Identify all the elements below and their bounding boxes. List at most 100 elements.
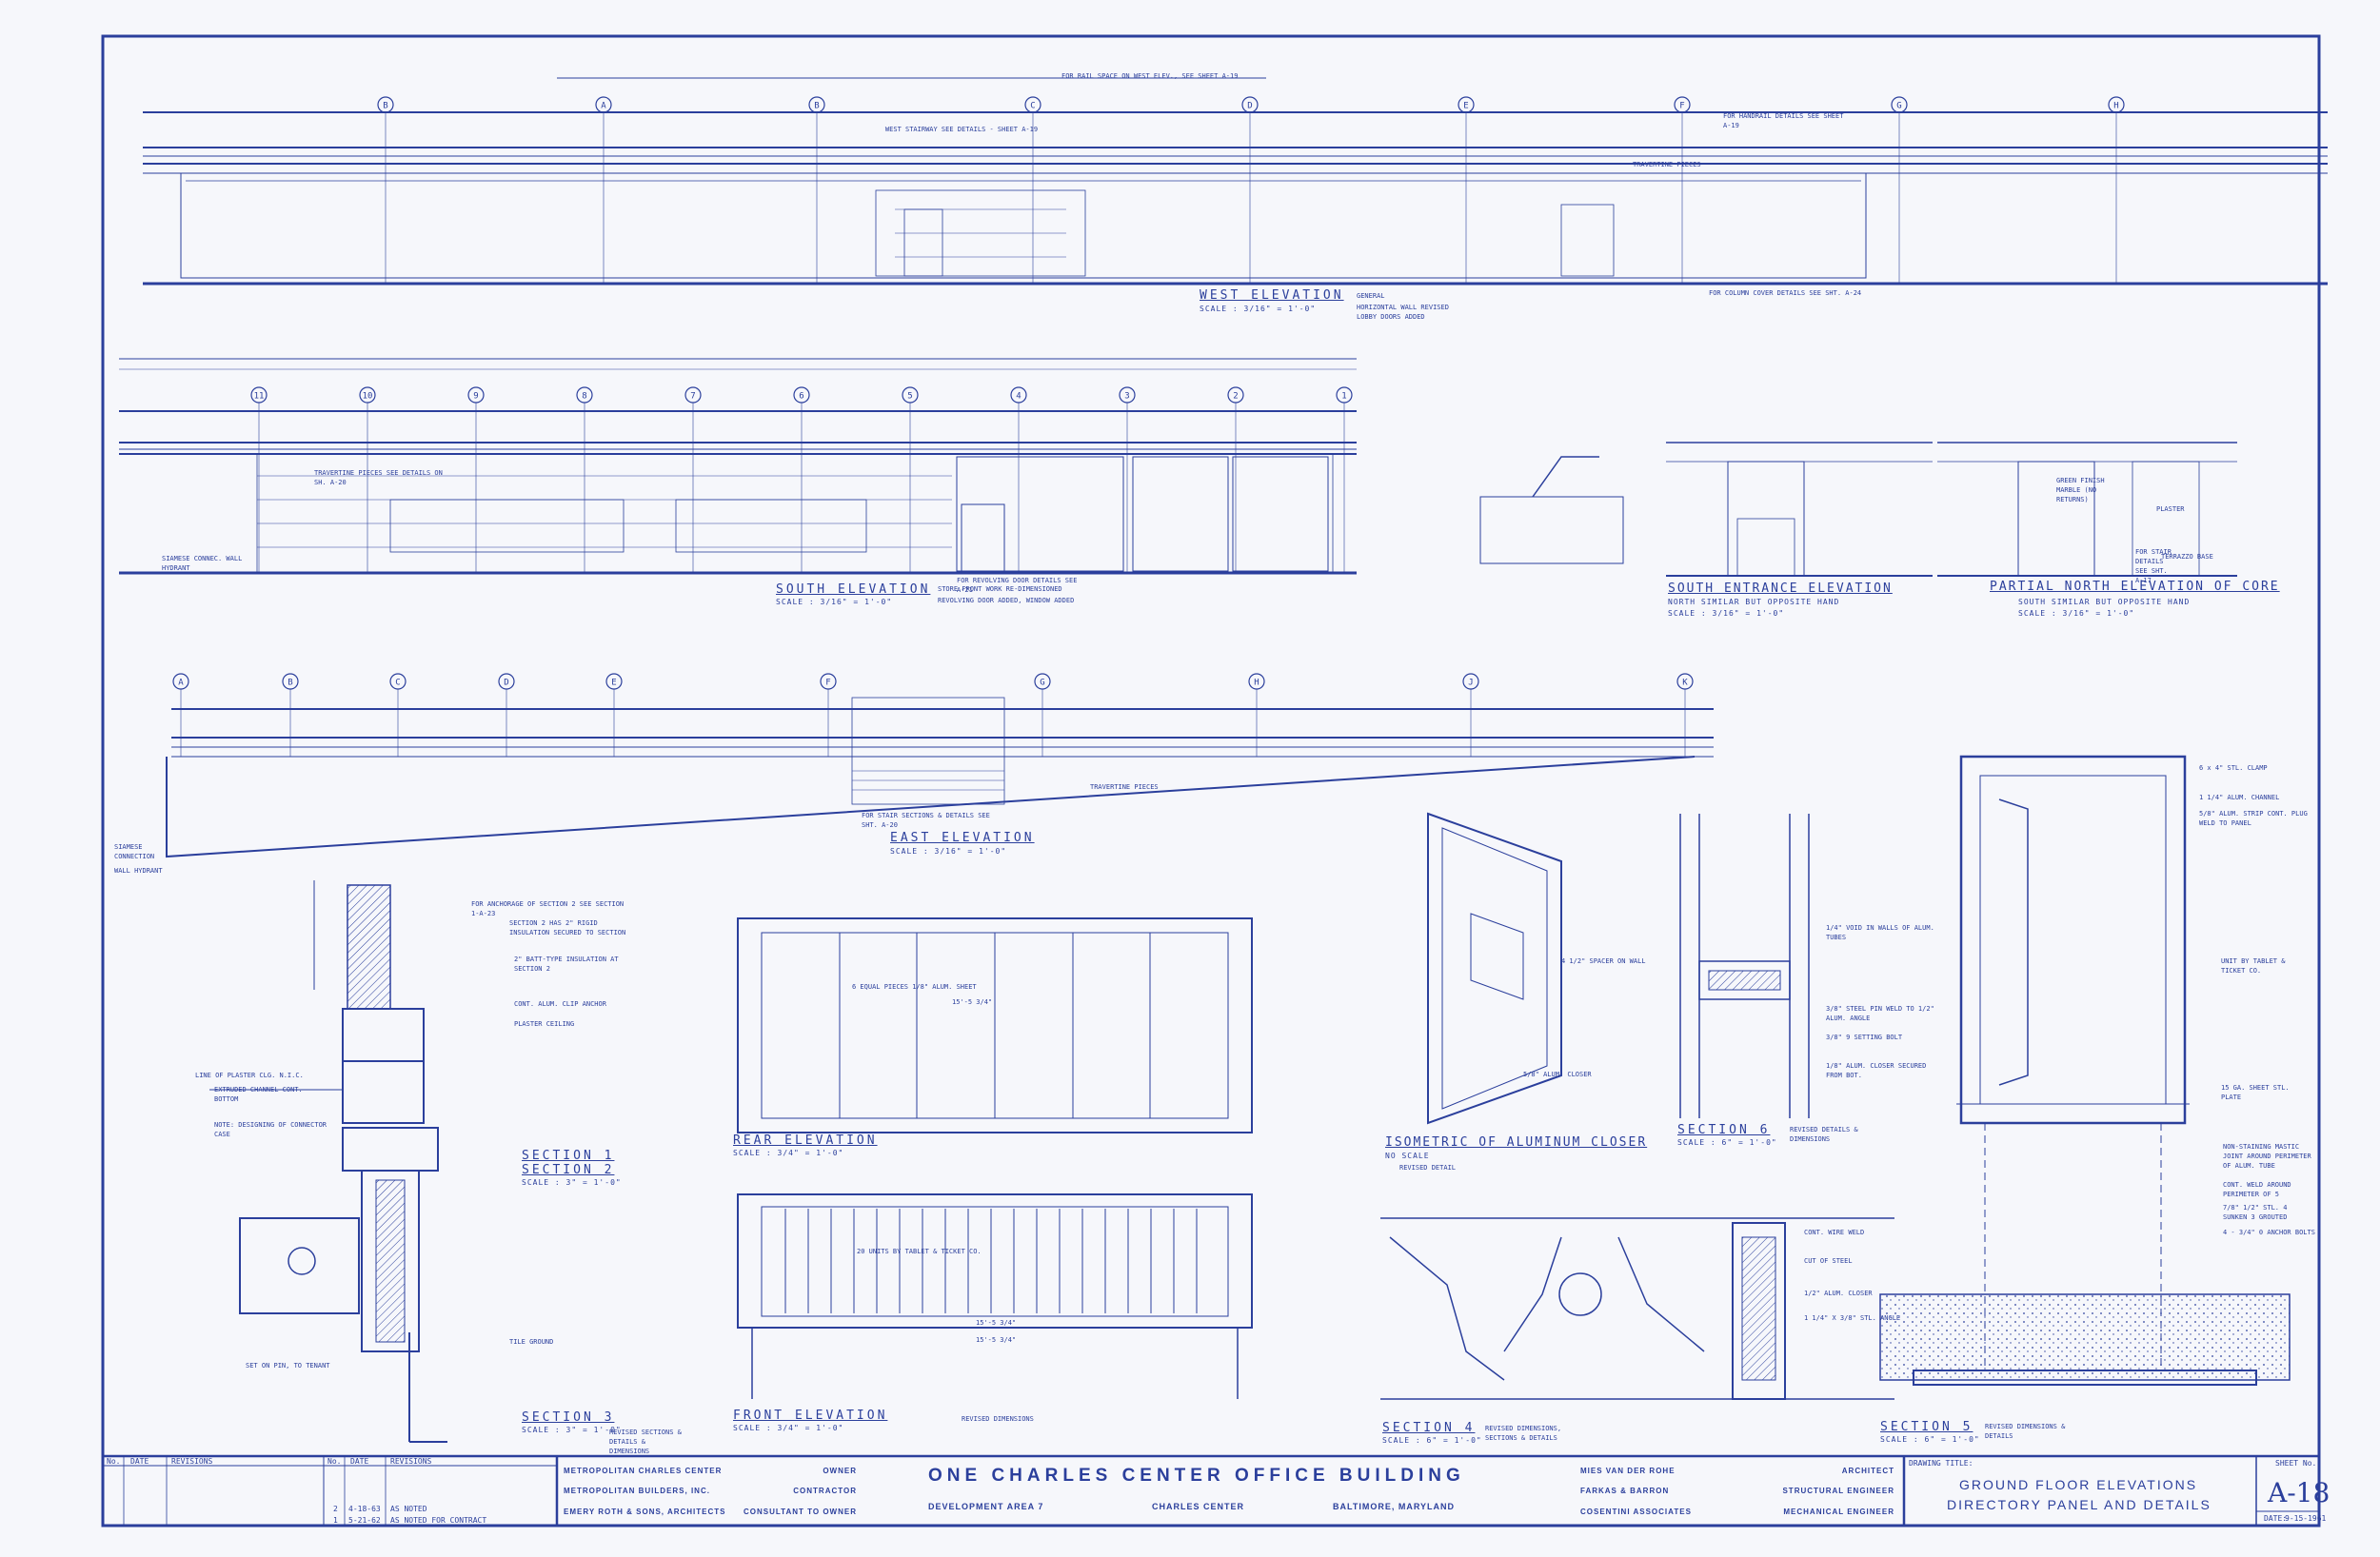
sheet-number: A-18 (2268, 1477, 2330, 1508)
sec1-rigid-note: SECTION 2 HAS 2" RIGID INSULATION SECURE… (509, 919, 626, 936)
owner-name: METROPOLITAN CHARLES CENTER (564, 1467, 723, 1475)
front-elevation-title: FRONT ELEVATION (733, 1409, 888, 1423)
south-entrance-drawings (1479, 442, 2237, 577)
drawing-title-label: DRAWING TITLE: (1909, 1459, 1973, 1468)
rev-row-date: 4-18-63 (348, 1505, 381, 1513)
drawing-title-line1: GROUND FLOOR ELEVATIONS (1959, 1477, 2198, 1492)
south-revolving-note: FOR REVOLVING DOOR DETAILS SEE A-21 (957, 577, 1078, 594)
east-column-marker-label: C (395, 679, 400, 688)
north-core-scale: SCALE : 3/16" = 1'-0" (2018, 609, 2135, 618)
section-3-title: SECTION 3 (522, 1410, 615, 1425)
sec6-void-note: 1/4" VOID IN WALLS OF ALUM. TUBES (1826, 924, 1934, 941)
south-column-marker-label: 1 (1341, 392, 1346, 402)
south-column-marker-label: 4 (1016, 392, 1021, 402)
west-column-marker-label: B (814, 102, 819, 111)
east-column-marker-label: K (1682, 679, 1688, 688)
sec5-sunken-note: 7/8" 1/2" STL. 4 SUNKEN 3 GROUTED (2223, 1204, 2288, 1221)
project-title: ONE CHARLES CENTER OFFICE BUILDING (928, 1466, 1465, 1486)
east-wall-hydrant-note: WALL HYDRANT (114, 867, 163, 875)
west-elevation-drawing (143, 77, 2328, 286)
sec5-clamp-note: 6 x 4" STL. CLAMP (2199, 764, 2268, 772)
front-elevation-units (784, 1209, 1198, 1313)
west-column-marker-label: D (1247, 102, 1252, 111)
south-column-marker-label: 3 (1124, 392, 1129, 402)
south-siamese-note: SIAMESE CONNEC. WALL HYDRANT (162, 555, 243, 572)
mechanical-name: COSENTINI ASSOCIATES (1580, 1508, 1692, 1516)
east-column-marker-label: J (1468, 679, 1473, 688)
section-2-title: SECTION 2 (522, 1163, 615, 1177)
drawing-title-line2: DIRECTORY PANEL AND DETAILS (1947, 1497, 2211, 1512)
consultant-role: CONSULTANT TO OWNER (744, 1508, 857, 1516)
project-area: DEVELOPMENT AREA 7 (928, 1502, 1044, 1511)
east-column-marker-label: A (178, 679, 184, 688)
rev-row-text: AS NOTED (390, 1505, 427, 1513)
east-stair-note: FOR STAIR SECTIONS & DETAILS SEE SHT. A-… (862, 812, 990, 829)
rev-row-no: 1 (333, 1516, 338, 1525)
sec6-closer-note: 1/8" ALUM. CLOSER SECURED FROM BOT. (1826, 1062, 1927, 1079)
architect-role: ARCHITECT (1841, 1467, 1894, 1475)
section-6-drawing (1679, 814, 1810, 1118)
consultant-name: EMERY ROTH & SONS, ARCHITECTS (564, 1508, 726, 1516)
sec5-weld-note: CONT. WELD AROUND PERIMETER OF 5 (2223, 1181, 2291, 1198)
handrail-note: FOR HANDRAIL DETAILS SEE SHEET A-19 (1723, 112, 1844, 129)
section-6-scale: SCALE : 6" = 1'-0" (1677, 1138, 1777, 1147)
iso-spacer-note: 4 1/2" SPACER ON WALL (1561, 957, 1646, 965)
core-marble-note: GREEN FINISH MARBLE (NO RETURNS) (2056, 477, 2105, 503)
rev-row-no: 2 (333, 1505, 338, 1513)
south-column-marker-label: 7 (690, 392, 695, 402)
north-core-title: PARTIAL NORTH ELEVATION OF CORE (1990, 580, 2280, 594)
west-column-marker-label: G (1896, 102, 1901, 111)
sheet-no-label: SHEET No. (2275, 1459, 2317, 1468)
sec1-plaster-line-note: LINE OF PLASTER CLG. N.I.C. (195, 1072, 304, 1079)
date-value: 9-15-1961 (2285, 1514, 2327, 1523)
rev-header2-no: No. (327, 1457, 342, 1466)
south-column-marker-label: 9 (473, 392, 478, 402)
iso-title: ISOMETRIC OF ALUMINUM CLOSER (1385, 1135, 1648, 1150)
south-note-2: REVOLVING DOOR ADDED, WINDOW ADDED (938, 597, 1075, 604)
section-6-note: REVISED DETAILS & DIMENSIONS (1790, 1126, 1858, 1143)
west-elevation-title: WEST ELEVATION (1200, 288, 1344, 303)
section-5-title: SECTION 5 (1880, 1420, 1973, 1434)
iso-closer-note: 5/8" ALUM. CLOSER (1523, 1071, 1592, 1078)
core-terrazzo-note: TERRAZZO BASE (2161, 553, 2213, 561)
sec5-bolts-note: 4 - 3/4" 0 ANCHOR BOLTS (2223, 1229, 2315, 1236)
west-column-cover-note: FOR COLUMN COVER DETAILS SEE SHT. A-24 (1709, 289, 1862, 297)
front-dim-1: 15'-5 3/4" (976, 1319, 1017, 1327)
project-center: CHARLES CENTER (1152, 1502, 1245, 1511)
sec1-anchorage-note: FOR ANCHORAGE OF SECTION 2 SEE SECTION 1… (471, 900, 625, 917)
section-3-note: REVISED SECTIONS & DETAILS & DIMENSIONS (609, 1429, 682, 1455)
section-12-scale: SCALE : 3" = 1'-0" (522, 1178, 622, 1187)
south-note-1: STORE FRONT WORK RE-DIMENSIONED (938, 585, 1062, 593)
sec1-channel-note: EXTRUDED CHANNEL CONT. BOTTOM (214, 1086, 303, 1103)
sec3-pin-note: SET ON PIN, TO TENANT (246, 1362, 330, 1370)
rev-header2-date: DATE (350, 1457, 369, 1466)
west-elevation-scale: SCALE : 3/16" = 1'-0" (1200, 305, 1317, 313)
sec4-weld-note: CONT. WIRE WELD (1804, 1229, 1865, 1236)
north-core-sub: SOUTH SIMILAR BUT OPPOSITE HAND (2018, 598, 2191, 606)
section-1-2-3-drawing (209, 880, 447, 1443)
west-column-marker-label: C (1030, 102, 1035, 111)
east-column-marker-label: D (504, 679, 508, 688)
contractor-role: CONTRACTOR (793, 1487, 857, 1495)
front-elevation-note: REVISED DIMENSIONS (962, 1415, 1034, 1423)
south-column-marker-label: 8 (582, 392, 586, 402)
sec5-unit-note: UNIT BY TABLET & TICKET CO. (2221, 957, 2286, 975)
sec1-clip-note: CONT. ALUM. CLIP ANCHOR (514, 1000, 606, 1008)
rev-row-text: AS NOTED FOR CONTRACT (390, 1516, 487, 1525)
sec4-angle-note: 1 1/4" X 3/8" STL. ANGLE (1804, 1314, 1901, 1322)
structural-role: STRUCTURAL ENGINEER (1782, 1487, 1894, 1495)
south-entrance-sub: NORTH SIMILAR BUT OPPOSITE HAND (1668, 598, 1840, 606)
west-note-revised: HORIZONTAL WALL REVISED LOBBY DOORS ADDE… (1357, 304, 1449, 321)
structural-name: FARKAS & BARRON (1580, 1487, 1670, 1495)
sec1-batt-note: 2" BATT-TYPE INSULATION AT SECTION 2 (514, 956, 619, 973)
sec6-bolt-note: 3/8" 9 SETTING BOLT (1826, 1034, 1903, 1041)
west-column-marker-label: H (2113, 102, 2118, 111)
contractor-name: METROPOLITAN BUILDERS, INC. (564, 1487, 710, 1495)
rear-elevation-drawing (737, 917, 1253, 1133)
south-elevation-drawing (119, 358, 1357, 575)
rev-header-no: No. (107, 1457, 121, 1466)
section-4-drawing (1380, 1217, 1894, 1400)
